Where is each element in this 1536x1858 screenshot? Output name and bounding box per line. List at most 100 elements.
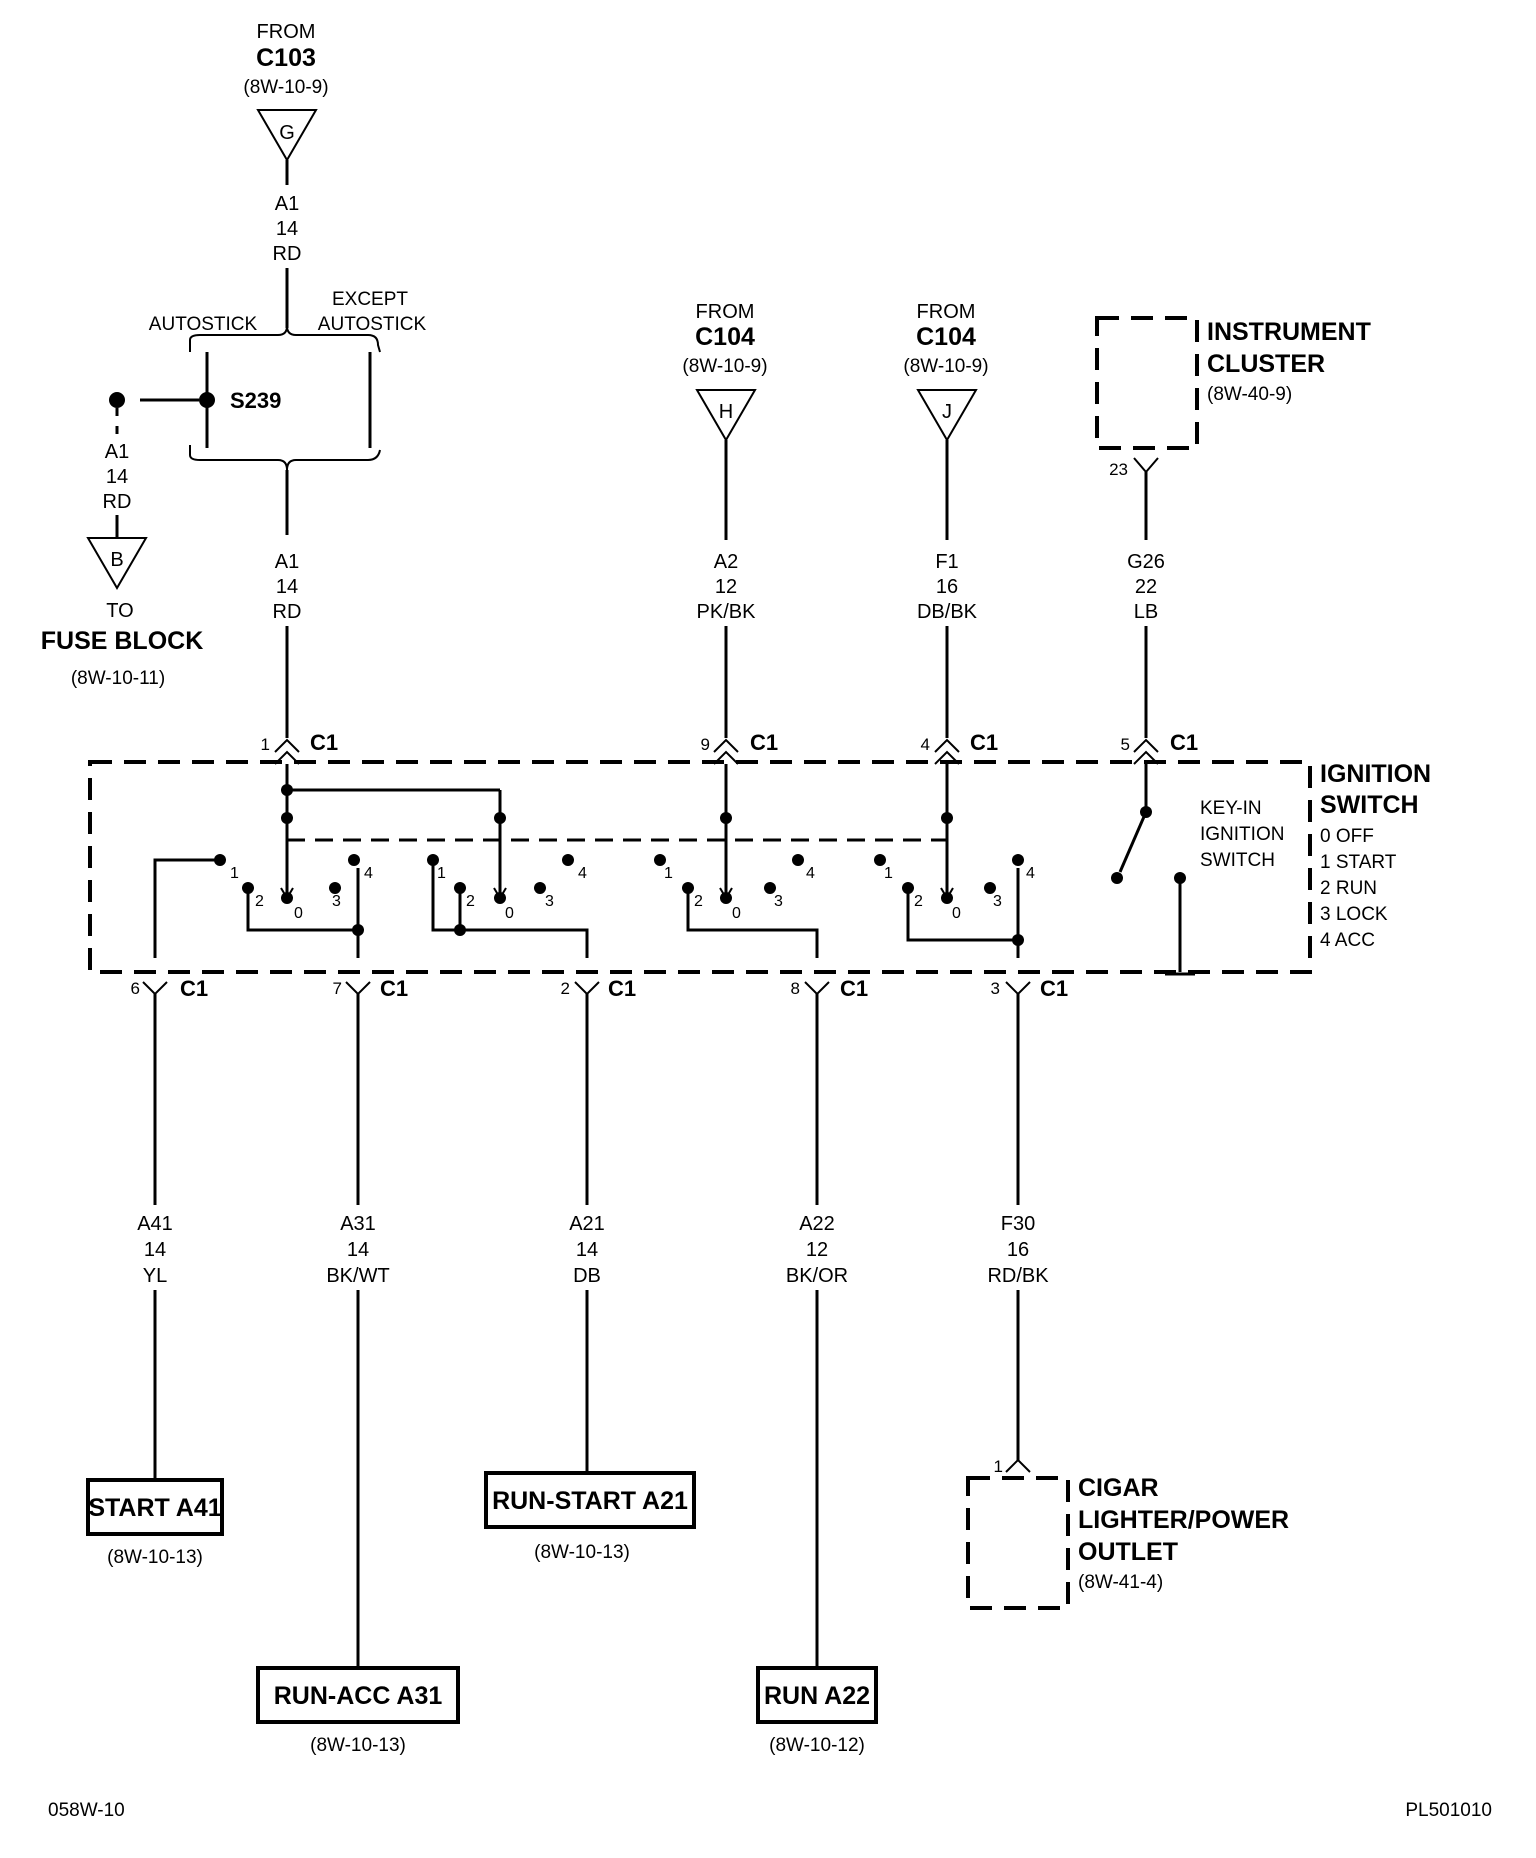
deck4-contact-4: 4 [1026,865,1035,882]
instrument-cluster-pin-mark [1133,457,1159,474]
cigar-lighter-line1: CIGAR [1078,1474,1159,1502]
top-c1-pins: 1 C1 9 C1 4 C1 5 C1 [261,730,1198,765]
deck4-contact-1: 1 [884,865,893,882]
deck3-route-a22 [686,888,819,958]
top-pin-5: 5 [1121,735,1130,754]
run-a22-box [756,1666,878,1724]
wire-a2-color: PK/BK [697,601,757,623]
wire-f30-circuit: F30 [1001,1213,1035,1235]
deck4-contact-3: 3 [993,893,1002,910]
option-brace-bottom [189,445,381,471]
deck1-contact-1: 1 [230,865,239,882]
deck2-contact-1: 1 [437,865,446,882]
from-c103: FROM C103 (8W-10-9) G [243,21,329,162]
from-c103-connector: C103 [256,44,316,72]
fuse-block-ref: (8W-10-11) [71,668,165,689]
from-c103-from: FROM [257,21,316,43]
deck1-route-run [246,888,358,932]
bottom-c1-label-6: C1 [180,976,208,1001]
top-pin-mark-5 [1133,738,1159,753]
footer-left: 058W-10 [48,1800,125,1821]
bottom-pin-3: 3 [991,979,1000,998]
connector-letter-b: B [110,549,123,571]
wire-a1-top-color: RD [273,243,302,265]
wire-f30-gauge: 16 [1007,1239,1029,1261]
bottom-c1-label-7: C1 [380,976,408,1001]
deck3-contact-1: 1 [664,865,673,882]
top-pin-mark-9 [713,738,739,753]
cigar-lighter-line2: LIGHTER/POWER [1078,1506,1289,1534]
key-in-switch: KEY-IN IGNITION SWITCH [1111,798,1284,976]
deck1-route-a41 [153,858,220,958]
wire-a1-mid-color: RD [273,601,302,623]
bottom-c1-pins: 6 C1 7 C1 2 C1 8 C1 3 C1 [131,976,1069,1001]
top-c1-label-9: C1 [750,730,778,755]
run-acc-a31-ref: (8W-10-13) [310,1735,406,1756]
top-pin-1: 1 [261,735,270,754]
ignition-position-2: 2 RUN [1320,878,1377,899]
wire-g26-color: LB [1134,601,1158,623]
run-acc-a31-box [256,1666,460,1724]
wire-g26-circuit: G26 [1127,551,1165,573]
deck4-contact-0: 0 [952,905,961,922]
deck1-contact-2: 2 [255,893,264,910]
wire-a22-circuit: A22 [799,1213,835,1235]
cigar-lighter-line3: OUTLET [1078,1538,1178,1566]
top-pin-mark-1 [274,738,300,753]
instrument-cluster-line2: CLUSTER [1207,350,1325,378]
wire-a1-top-circuit: A1 [275,193,299,215]
wire-a31-color: BK/WT [326,1265,389,1287]
keyin-line2: IGNITION [1200,824,1284,845]
wire-a31-circuit: A31 [340,1213,376,1235]
wire-a22-gauge: 12 [806,1239,828,1261]
wire-a41-gauge: 14 [144,1239,166,1261]
wire-g26-gauge: 22 [1135,576,1157,598]
wire-f1-circuit: F1 [935,551,958,573]
cigar-lighter-box [966,1476,1070,1610]
wire-f30-color: RD/BK [987,1265,1049,1287]
deck2-contact-2: 2 [466,893,475,910]
deck2-contact-4: 4 [578,865,587,882]
keyin-line3: SWITCH [1200,850,1275,871]
deck1-contact-4: 4 [364,865,373,882]
deck1-contact-3: 3 [332,893,341,910]
from-c104-j-ref: (8W-10-9) [903,356,988,377]
deck1-contact-0: 0 [294,905,303,922]
option-autostick: AUTOSTICK [149,314,258,335]
connector-letter-g: G [279,122,295,144]
wire-f1-color: DB/BK [917,601,978,623]
run-a22-label: RUN A22 [764,1682,870,1710]
wire-a1-top-gauge: 14 [276,218,298,240]
wire-a41-circuit: A41 [137,1213,173,1235]
splice-dot-s239 [199,392,215,408]
switch-deck-2: 1 2 0 3 4 [427,854,589,958]
from-c103-ref: (8W-10-9) [243,77,328,98]
bottom-pin-mark-8 [804,981,830,996]
fuse-block-name: FUSE BLOCK [41,627,204,655]
ignition-switch-box [88,760,1312,974]
wire-a21-color: DB [573,1265,601,1287]
bottom-pin-6: 6 [131,979,140,998]
connector-letter-j: J [942,401,952,423]
wire-a1-fuse-gauge: 14 [106,466,128,488]
deck2-contact-3: 3 [545,893,554,910]
wire-a1-mid-circuit: A1 [275,551,299,573]
top-pin-4: 4 [921,735,930,754]
deck3-contact-0: 0 [732,905,741,922]
start-a41-label: START A41 [88,1494,221,1522]
bottom-pin-mark-2 [574,981,600,996]
cigar-pin: 1 [994,1457,1003,1476]
splice-dot-left [109,392,125,408]
wire-a41-color: YL [143,1265,167,1287]
instrument-cluster-ref: (8W-40-9) [1207,384,1292,405]
deck4-route-run [906,888,1018,942]
cigar-pin-mark [1005,1458,1031,1473]
connector-triangle-j [916,389,978,442]
connector-triangle-b [86,537,148,590]
start-a41-ref: (8W-10-13) [107,1547,203,1568]
deck3-contact-2: 2 [694,893,703,910]
run-start-a21-box [484,1471,696,1529]
run-start-a21-ref: (8W-10-13) [534,1542,630,1563]
bottom-c1-label-8: C1 [840,976,868,1001]
